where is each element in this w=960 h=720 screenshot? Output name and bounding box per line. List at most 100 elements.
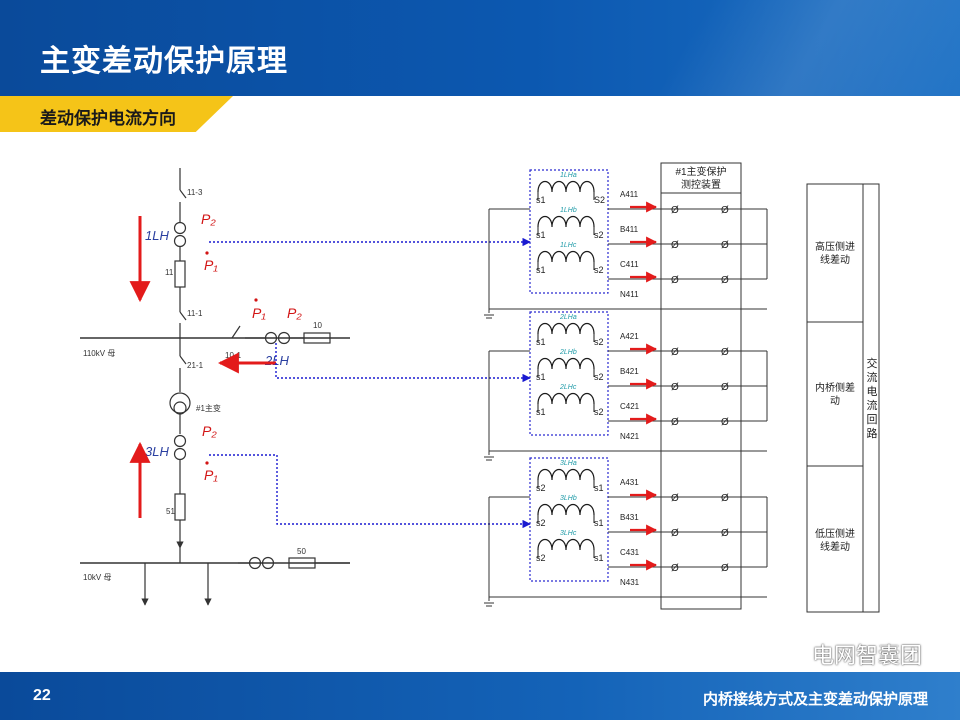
panel-side-char-6: 路 [867, 427, 878, 440]
ct-coil-label: 3LHa [560, 460, 577, 467]
label-switch-11-3: 11-3 [187, 188, 203, 197]
phase-label: A411 [620, 190, 639, 199]
device-terminal-left: Ø [671, 528, 679, 539]
ct3-coil-upper [173, 434, 187, 448]
label-ct2-p2: P₂ [287, 305, 302, 321]
watermark-text: 电网智囊团 [812, 644, 923, 669]
device-terminal-left: Ø [671, 563, 679, 574]
single-line-diagram [80, 168, 350, 606]
label-ct1: 1LH [145, 228, 169, 243]
disconnect-switch-11-3 [179, 189, 187, 199]
disconnect-switch-10-1 [231, 325, 241, 339]
device-terminal-left: Ø [671, 275, 679, 286]
transformer-winding-outer [169, 392, 191, 414]
ct3-polarity-dot [205, 461, 209, 465]
device-terminal-right: Ø [721, 275, 729, 286]
footer-title: 内桥接线方式及主变差动保护原理 [702, 690, 928, 708]
label-ct1-p2: P₂ [201, 211, 216, 227]
phase-label: N411 [620, 290, 639, 299]
ct-coil-label: 2LHb [559, 349, 577, 356]
section-subtitle: 差动保护电流方向 [40, 109, 176, 129]
device-terminal-right: Ø [721, 528, 729, 539]
phase-label: N421 [620, 432, 640, 441]
label-ct1-p1: P₁ [204, 257, 218, 273]
ct-coil-label: 1LHb [560, 207, 577, 214]
footer-bar: 22 内桥接线方式及主变差动保护原理 [0, 672, 960, 720]
ct-terminal-right: s2 [594, 372, 604, 382]
phase-label: A431 [620, 478, 639, 487]
ct-terminal-right: s2 [594, 407, 604, 417]
ct-terminal-right: s2 [594, 337, 604, 347]
breaker-11 [174, 260, 186, 288]
ct1-coil-lower [173, 234, 187, 248]
ct-terminal-right: s2 [594, 230, 604, 240]
ct-group-box [529, 457, 609, 582]
ct-coil [537, 503, 595, 516]
label-breaker-51: 51 [166, 507, 175, 516]
breaker-10 [303, 332, 331, 344]
secondary-lead-ct2 [275, 343, 531, 383]
panel-section-bridge-line2: 动 [830, 395, 840, 407]
ct-terminal-left: s2 [536, 518, 546, 528]
secondary-lead-ct3 [209, 454, 531, 529]
ct-coil [537, 468, 595, 481]
panel-side-char-3: 电 [867, 385, 878, 398]
ct-coil [537, 357, 595, 370]
panel-side-char-4: 流 [867, 398, 878, 412]
ct-terminal-left: s1 [536, 337, 546, 347]
disconnect-switch-11-1 [179, 311, 187, 321]
label-switch-10-1: 10-1 [225, 351, 242, 360]
label-ct3: 3LH [145, 444, 169, 459]
label-ct2-p1: P₁ [252, 305, 266, 321]
panel-side-char-2: 流 [867, 370, 878, 384]
ct-terminal-right: S2 [594, 195, 605, 205]
device-terminal-right: Ø [721, 347, 729, 358]
label-transformer: #1主变 [196, 403, 221, 413]
disconnect-switch-21-1 [179, 355, 187, 365]
breaker-51 [174, 493, 186, 521]
label-breaker-50: 50 [297, 547, 306, 556]
watermark: 电网智囊团 [776, 636, 922, 672]
device-terminal-right: Ø [721, 382, 729, 393]
panel-section-high-line1: 高压侧进 [815, 240, 855, 253]
ct-coil [537, 538, 595, 551]
ct-coil [537, 250, 595, 263]
device-terminal-right: Ø [721, 563, 729, 574]
transformer-winding-inner [173, 401, 187, 415]
device-terminal-left: Ø [671, 493, 679, 504]
device-terminal-right: Ø [721, 205, 729, 216]
ct1-polarity-dot [205, 251, 209, 255]
ct-coil-label: 1LHa [560, 172, 577, 179]
label-ct3-p1: P₁ [204, 467, 218, 483]
ct-coil-label: 2LHa [559, 314, 577, 321]
device-title-line2: 测控装置 [681, 178, 721, 191]
ct-group-box [529, 311, 609, 436]
panel-section-low-line2: 线差动 [820, 540, 850, 553]
page-number: 22 [33, 687, 51, 704]
device-terminal-left: Ø [671, 382, 679, 393]
ct-terminal-left: s1 [536, 372, 546, 382]
panel-section-bridge-line1: 内桥侧差 [815, 381, 855, 394]
ct3-coil-lower [173, 447, 187, 461]
device-terminal-left: Ø [671, 240, 679, 251]
phase-label: B421 [620, 367, 639, 376]
device-terminal-right: Ø [721, 493, 729, 504]
label-ct3-p2: P₂ [202, 423, 217, 439]
ct-coil-label: 3LHb [560, 495, 577, 502]
device-terminal-left: Ø [671, 205, 679, 216]
phase-label: N431 [620, 578, 640, 587]
ct2-coil-left [264, 331, 278, 345]
label-switch-21-1: 21-1 [187, 361, 204, 370]
wechat-icon [777, 644, 803, 664]
device-title-line1: #1主变保护 [675, 165, 726, 178]
phase-label: C421 [620, 402, 640, 411]
ct-coil [537, 215, 595, 228]
ct-coil-label: 2LHc [559, 384, 577, 391]
ct-terminal-left: s2 [536, 483, 546, 493]
ct-terminal-left: s1 [536, 230, 546, 240]
panel-section-high-line2: 线差动 [820, 253, 850, 266]
phase-label: C431 [620, 548, 640, 557]
panel-side-char-1: 交 [867, 356, 878, 370]
